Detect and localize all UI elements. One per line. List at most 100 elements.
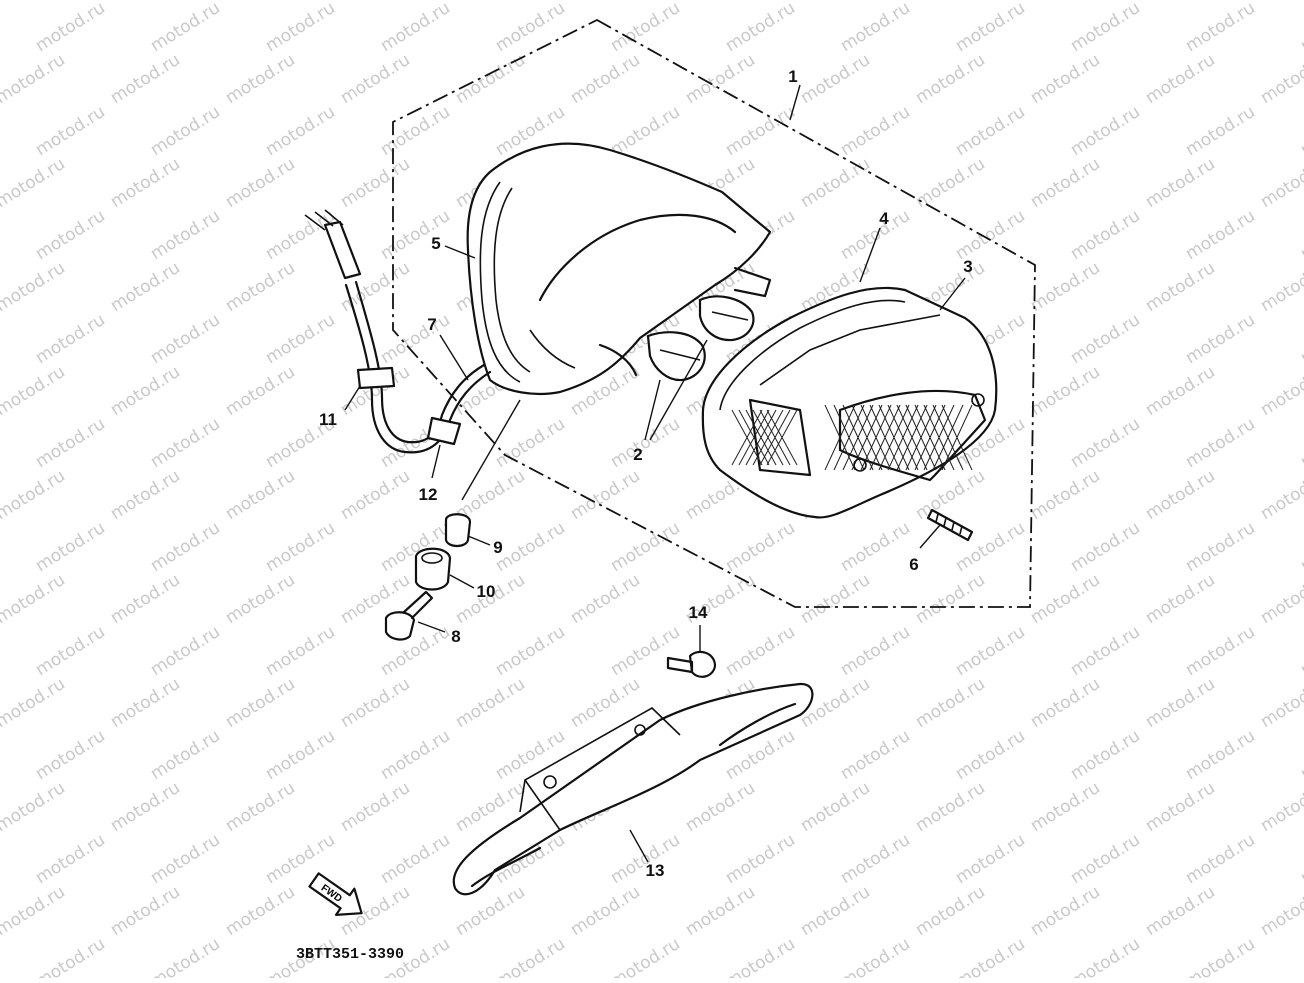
watermark-text: motod.ru	[837, 0, 914, 56]
watermark-text: motod.ru	[952, 206, 1029, 264]
watermark-text: motod.ru	[722, 0, 799, 56]
watermark-text: motod.ru	[722, 518, 799, 576]
watermark-text: motod.ru	[0, 50, 69, 108]
watermark-text: motod.ru	[492, 518, 569, 576]
watermark-text: motod.ru	[337, 0, 414, 4]
watermark-text: motod.ru	[337, 674, 414, 732]
watermark-text: motod.ru	[107, 778, 184, 836]
watermark-text: motod.ru	[32, 102, 109, 160]
watermark-text: motod.ru	[107, 882, 184, 940]
callout-5: 5	[431, 234, 440, 253]
watermark-text: motod.ru	[682, 778, 759, 836]
watermark-text: motod.ru	[147, 102, 224, 160]
hatch-line	[896, 404, 928, 471]
watermark-text: motod.ru	[32, 0, 109, 56]
watermark-text: motod.ru	[222, 466, 299, 524]
watermark-text: motod.ru	[607, 414, 684, 472]
watermark-text: motod.ru	[222, 154, 299, 212]
hatch-line	[923, 404, 955, 471]
lens-screw-part	[926, 508, 974, 542]
callout-13: 13	[646, 861, 665, 880]
watermark-text: motod.ru	[682, 0, 759, 4]
watermark-text: motod.ru	[147, 622, 224, 680]
hatch-line	[752, 409, 784, 466]
watermark-text: motod.ru	[222, 882, 299, 940]
watermark-text: motod.ru	[1027, 674, 1104, 732]
watermark-text: motod.ru	[1142, 674, 1219, 732]
watermark-text: motod.ru	[32, 622, 109, 680]
watermark-text: motod.ru	[1182, 0, 1259, 56]
watermark-text: motod.ru	[107, 570, 184, 628]
watermark-text: motod.ru	[337, 466, 414, 524]
watermark-text: motod.ru	[452, 50, 529, 108]
assembly-boundary	[392, 18, 1036, 608]
watermark-text: motod.ru	[1182, 830, 1259, 888]
watermark-text: motod.ru	[492, 414, 569, 472]
watermark-text: motod.ru	[147, 206, 224, 264]
watermark-text: motod.ru	[32, 518, 109, 576]
hatch-line	[759, 409, 791, 466]
watermark-text: motod.ru	[912, 0, 989, 4]
watermark-text: motod.ru	[607, 518, 684, 576]
watermark-text: motod.ru	[837, 934, 914, 978]
watermark-text: motod.ru	[1142, 258, 1219, 316]
part-code: 3BTT351-3390	[296, 946, 404, 963]
watermark-text: motod.ru	[337, 50, 414, 108]
watermark-text: motod.ru	[0, 0, 69, 4]
watermark-text: motod.ru	[837, 206, 914, 264]
watermark-text: motod.ru	[1297, 0, 1304, 56]
watermark-text: motod.ru	[722, 622, 799, 680]
watermark-text: motod.ru	[377, 0, 454, 56]
lens-hatch	[731, 404, 973, 471]
watermark-text: motod.ru	[222, 50, 299, 108]
watermark-text: motod.ru	[607, 622, 684, 680]
watermark-text: motod.ru	[1257, 674, 1304, 732]
watermark-text: motod.ru	[0, 466, 69, 524]
watermark-text: motod.ru	[1027, 882, 1104, 940]
watermark-text: motod.ru	[952, 726, 1029, 784]
watermark-text: motod.ru	[377, 726, 454, 784]
watermark-text: motod.ru	[262, 0, 339, 56]
watermark-text: motod.ru	[837, 726, 914, 784]
watermark-text: motod.ru	[952, 830, 1029, 888]
watermark-text: motod.ru	[452, 0, 529, 4]
watermark-text: motod.ru	[1142, 362, 1219, 420]
watermark-text: motod.ru	[107, 50, 184, 108]
watermark-text: motod.ru	[32, 206, 109, 264]
watermark-text: motod.ru	[147, 310, 224, 368]
watermark-text: motod.ru	[377, 206, 454, 264]
license-bracket-part	[452, 682, 814, 896]
watermark-text: motod.ru	[262, 206, 339, 264]
watermark-text: motod.ru	[222, 0, 299, 4]
watermark-text: motod.ru	[722, 934, 799, 978]
watermark-text: motod.ru	[0, 882, 69, 940]
watermark-text: motod.ru	[952, 102, 1029, 160]
watermark-text: motod.ru	[1257, 362, 1304, 420]
watermark-text: motod.ru	[797, 50, 874, 108]
watermark-text: motod.ru	[337, 258, 414, 316]
watermark-text: motod.ru	[1297, 310, 1304, 368]
watermark-text: motod.ru	[1297, 726, 1304, 784]
callout-1: 1	[788, 67, 797, 86]
watermark-text: motod.ru	[262, 102, 339, 160]
watermark-text: motod.ru	[1297, 102, 1304, 160]
watermark-text: motod.ru	[337, 778, 414, 836]
watermark-text: motod.ru	[722, 830, 799, 888]
watermark-text: motod.ru	[1182, 934, 1259, 978]
watermark-text: motod.ru	[567, 674, 644, 732]
watermark-text: motod.ru	[147, 726, 224, 784]
hatch-line	[766, 409, 798, 466]
callout-12: 12	[419, 485, 438, 504]
callout-3: 3	[963, 257, 972, 276]
watermark-text: motod.ru	[952, 622, 1029, 680]
watermark-text: motod.ru	[1257, 50, 1304, 108]
watermark-text: motod.ru	[1297, 206, 1304, 264]
watermark-text: motod.ru	[1142, 466, 1219, 524]
watermark-text: motod.ru	[1067, 830, 1144, 888]
watermark-text: motod.ru	[337, 154, 414, 212]
watermark-text: motod.ru	[1027, 258, 1104, 316]
watermark-text: motod.ru	[492, 934, 569, 978]
watermark-text: motod.ru	[377, 830, 454, 888]
